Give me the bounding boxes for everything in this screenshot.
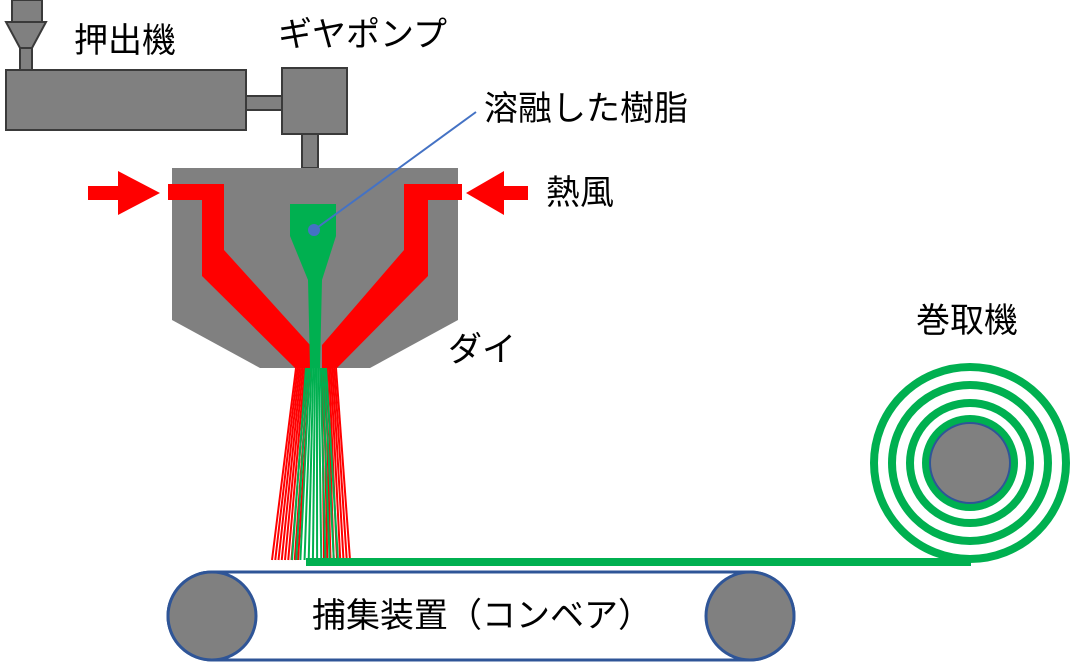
fiber-strand — [303, 367, 313, 561]
winder-layer-1 — [922, 415, 1018, 511]
hot-air-channel-right — [322, 184, 462, 368]
hot-air-streak — [280, 367, 303, 561]
hot-air-streak — [274, 367, 299, 561]
fiber-strand — [321, 367, 331, 561]
fiber-strand — [325, 367, 339, 561]
fiber-spray — [271, 367, 351, 561]
hot-air-streak — [271, 367, 297, 561]
fiber-strand — [323, 367, 335, 561]
fiber-strand — [307, 367, 315, 561]
fiber-strand — [295, 367, 309, 561]
label-molten-resin: 溶融した樹脂 — [484, 89, 688, 129]
fiber-strand — [319, 367, 327, 561]
winder — [870, 363, 1070, 563]
hot-air-arrow-left — [88, 171, 160, 215]
hot-air-streak — [284, 367, 304, 561]
gear-pump-outlet-pipe — [301, 133, 319, 169]
hopper — [4, 0, 48, 71]
conveyor-roller-left — [166, 570, 258, 662]
winder-layer-3 — [888, 381, 1052, 545]
winder-layer-2 — [906, 399, 1034, 527]
label-hot-air: 熱風 — [546, 173, 614, 213]
fiber-strand — [311, 367, 317, 561]
extruder-connector — [245, 95, 283, 111]
fiber-strand — [291, 367, 307, 561]
hot-air-arrow-right — [466, 171, 528, 215]
extruder-body — [5, 69, 247, 131]
winder-core — [929, 422, 1011, 504]
hot-air-streak — [287, 367, 306, 561]
fiber-strand — [299, 367, 311, 561]
label-extruder: 押出機 — [74, 21, 176, 61]
hot-air-streak — [331, 367, 345, 561]
hot-air-streak — [329, 367, 342, 561]
hot-air-streak — [277, 367, 301, 561]
conveyor-roller-right — [704, 570, 796, 662]
gear-pump-body — [281, 67, 348, 135]
label-collector: 捕集装置（コンベア） — [312, 596, 652, 636]
hot-air-streak — [333, 367, 348, 561]
molten-resin-pointer-dot — [308, 224, 320, 236]
hot-air-channel-left — [168, 184, 310, 368]
label-gear-pump: ギヤポンプ — [278, 15, 447, 55]
molten-resin-channel — [290, 204, 336, 368]
label-die: ダイ — [448, 330, 516, 370]
label-winder: 巻取機 — [916, 301, 1018, 341]
winder-layer-4 — [870, 363, 1070, 563]
fiber-strand — [317, 367, 323, 561]
collector-conveyor — [166, 570, 796, 662]
hot-air-streak — [335, 367, 351, 561]
molten-resin-pointer-line — [313, 111, 477, 231]
